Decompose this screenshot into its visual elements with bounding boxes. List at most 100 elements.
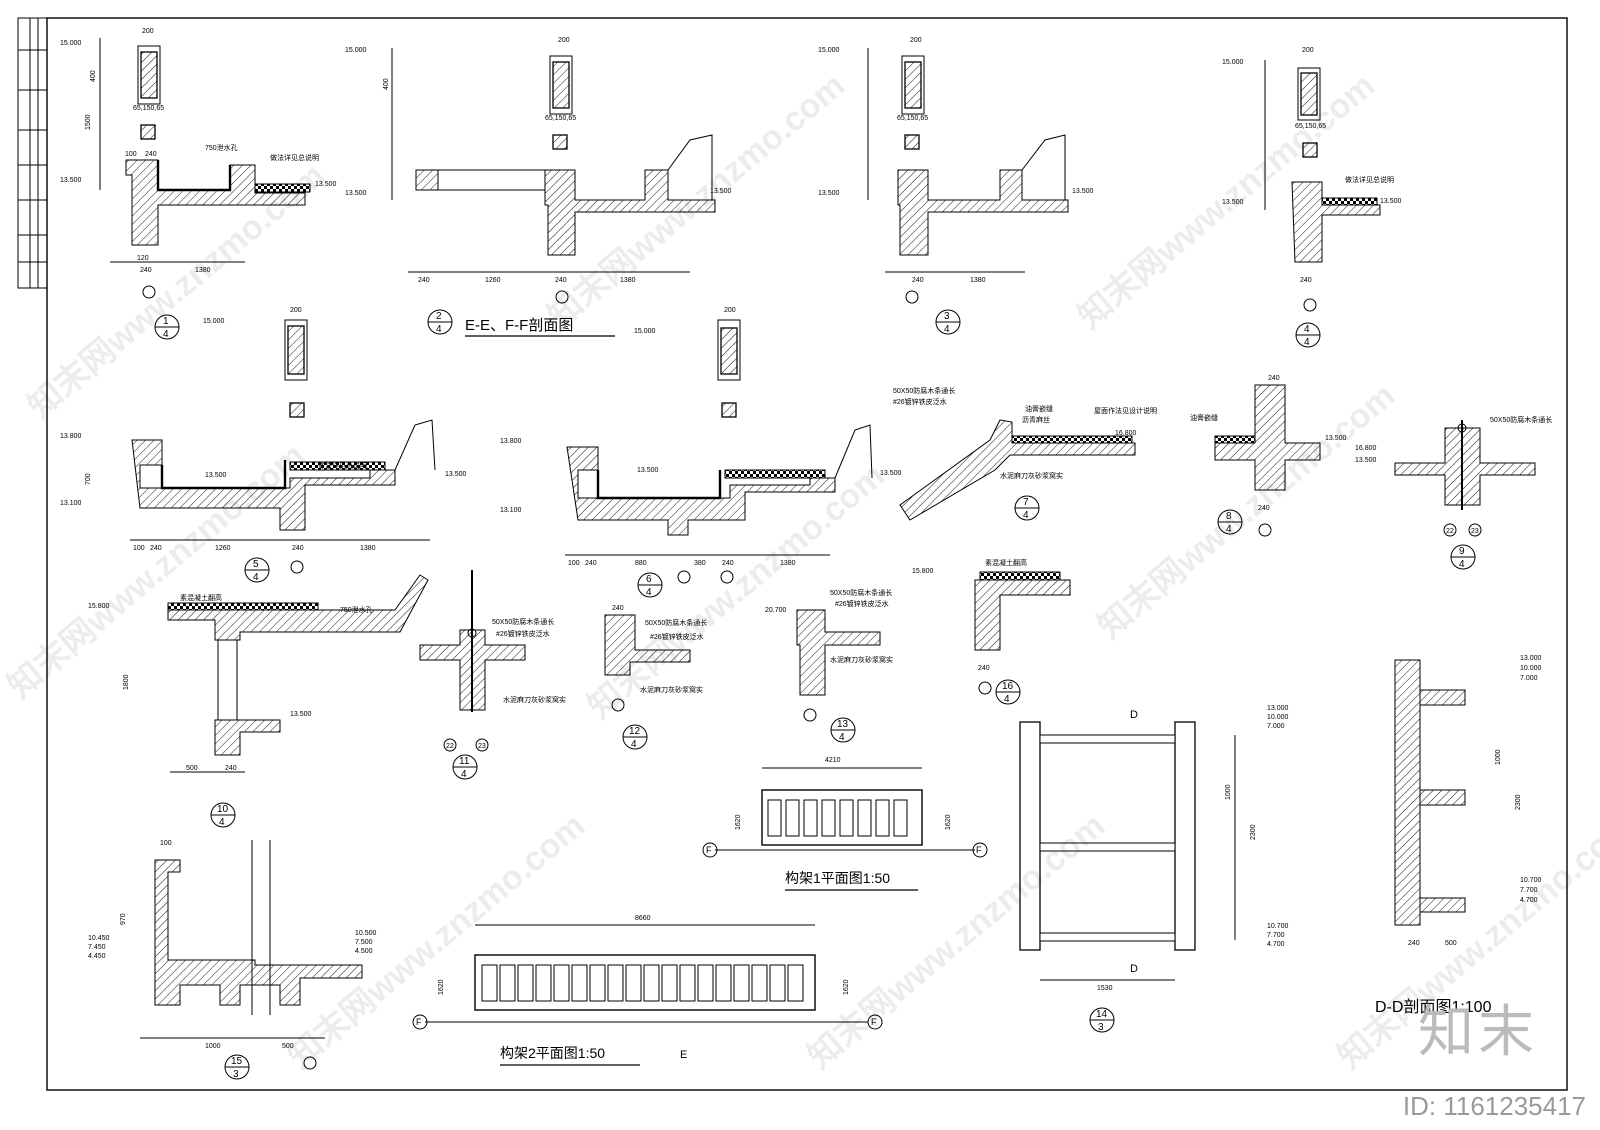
svg-text:1620: 1620: [945, 814, 952, 830]
frame1-slats: [767, 799, 908, 837]
detail-3: 15.000 13.500 13.500 200 65,150,65 240 1…: [818, 37, 1094, 304]
svg-text:1620: 1620: [735, 814, 742, 830]
svg-text:水泥麻刀灰砂浆窝实: 水泥麻刀灰砂浆窝实: [640, 685, 703, 694]
svg-text:F: F: [706, 845, 712, 855]
svg-text:4.500: 4.500: [355, 948, 373, 955]
svg-text:1380: 1380: [195, 267, 211, 274]
svg-text:15.000: 15.000: [60, 40, 82, 47]
svg-text:750泄水孔: 750泄水孔: [205, 143, 238, 152]
svg-text:50X50防腐木条通长: 50X50防腐木条通长: [645, 618, 707, 627]
detail-2: 15.000 13.500 13.500 200 400 65,150,65 2…: [345, 37, 732, 304]
detail-4: 15.000 13.500 13.500 200 65,150,65 做法详见总…: [1222, 47, 1402, 312]
svg-text:13.500: 13.500: [1325, 435, 1347, 442]
svg-text:13.500: 13.500: [205, 472, 227, 479]
svg-text:200: 200: [910, 37, 922, 44]
svg-text:4: 4: [646, 587, 652, 598]
detail-10: 15.800 13.500 素混凝土翻高 750泄水孔 1800 500 240: [88, 574, 429, 773]
svg-text:4: 4: [1459, 559, 1465, 570]
svg-text:做法详见总说明: 做法详见总说明: [1345, 175, 1394, 184]
callout-10: 10 4: [210, 802, 236, 828]
svg-text:素混凝土翻高: 素混凝土翻高: [985, 558, 1027, 567]
callout-14: 14 3: [1089, 1007, 1115, 1033]
svg-text:1: 1: [163, 316, 169, 327]
svg-text:油膏嵌缝: 油膏嵌缝: [1190, 413, 1218, 422]
svg-text:13.500: 13.500: [1380, 198, 1402, 205]
svg-text:20.700: 20.700: [765, 607, 787, 614]
detail-5: 13.800 13.100 13.500 13.500 15.000 200 做…: [60, 307, 467, 574]
svg-text:240: 240: [150, 545, 162, 552]
sheet-border: [17, 17, 1568, 1091]
svg-text:13.500: 13.500: [880, 470, 902, 477]
svg-text:100: 100: [125, 151, 137, 158]
svg-text:1260: 1260: [215, 545, 231, 552]
svg-text:13.500: 13.500: [1072, 188, 1094, 195]
svg-text:240: 240: [418, 277, 430, 284]
svg-text:16: 16: [1002, 681, 1014, 692]
svg-text:65,150,65: 65,150,65: [897, 115, 928, 122]
svg-text:240: 240: [1408, 940, 1420, 947]
svg-text:9: 9: [1459, 546, 1465, 557]
svg-text:240: 240: [225, 765, 237, 772]
svg-text:14: 14: [1096, 1009, 1108, 1020]
svg-text:4210: 4210: [825, 757, 841, 764]
callout-13: 13 4: [830, 717, 856, 743]
svg-text:100: 100: [160, 840, 172, 847]
svg-text:10.000: 10.000: [1267, 714, 1289, 721]
callout-3: 3 4: [935, 309, 961, 335]
svg-text:22: 22: [446, 743, 454, 750]
svg-text:油膏嵌缝: 油膏嵌缝: [1025, 404, 1053, 413]
svg-text:#26镀锌铁皮泛水: #26镀锌铁皮泛水: [835, 599, 889, 608]
svg-text:13.500: 13.500: [290, 711, 312, 718]
frame1-plan: 4210 F F 1620 1620 构架1平面图1:50: [702, 757, 988, 891]
svg-text:4: 4: [219, 817, 225, 828]
callout-11: 11 4: [452, 754, 478, 780]
svg-text:700: 700: [85, 473, 92, 485]
svg-text:5: 5: [253, 559, 259, 570]
callout-2: 2 4 E-E、F-F剖面图: [427, 309, 615, 337]
svg-text:知末网www.znzmo.com: 知末网www.znzmo.com: [1091, 376, 1402, 646]
svg-text:120: 120: [137, 255, 149, 262]
svg-text:15.000: 15.000: [818, 47, 840, 54]
svg-text:知末网www.znzmo.com: 知末网www.znzmo.com: [281, 806, 592, 1076]
svg-text:1000: 1000: [205, 1043, 221, 1050]
frame2-title: 构架2平面图1:50: [500, 1045, 605, 1061]
svg-text:4: 4: [1004, 694, 1010, 705]
svg-text:65,150,65: 65,150,65: [1295, 123, 1326, 130]
svg-text:23: 23: [478, 743, 486, 750]
svg-text:15.000: 15.000: [345, 47, 367, 54]
svg-text:15.800: 15.800: [88, 603, 110, 610]
svg-text:200: 200: [724, 307, 736, 314]
svg-text:240: 240: [612, 605, 624, 612]
svg-text:200: 200: [558, 37, 570, 44]
callout-9: 9 4: [1450, 544, 1476, 570]
image-id-label: ID: 1161235417: [1402, 1091, 1586, 1121]
svg-text:11: 11: [459, 756, 470, 767]
svg-text:13.000: 13.000: [1520, 655, 1542, 662]
svg-text:1380: 1380: [620, 277, 636, 284]
svg-text:4.700: 4.700: [1267, 941, 1285, 948]
svg-text:16.800: 16.800: [1355, 445, 1377, 452]
svg-text:400: 400: [383, 78, 390, 90]
svg-text:1380: 1380: [780, 560, 796, 567]
svg-text:3: 3: [1098, 1022, 1104, 1033]
svg-text:970: 970: [120, 913, 127, 925]
svg-text:100: 100: [568, 560, 580, 567]
svg-text:13.500: 13.500: [315, 181, 337, 188]
svg-text:240: 240: [140, 267, 152, 274]
svg-text:4.450: 4.450: [88, 953, 106, 960]
svg-text:12: 12: [629, 726, 641, 737]
svg-text:13.100: 13.100: [60, 500, 82, 507]
svg-text:4.700: 4.700: [1520, 897, 1538, 904]
callout-4: 4 4: [1295, 322, 1321, 348]
svg-text:240: 240: [145, 151, 157, 158]
detail-8: 240 油膏嵌缝 13.500 240: [1190, 375, 1347, 537]
svg-text:1000: 1000: [1495, 749, 1502, 765]
svg-text:13.100: 13.100: [500, 507, 522, 514]
svg-text:13.500: 13.500: [445, 471, 467, 478]
frame2-plan: 8660 F F 1620 1620 构架2平面图1:50 E: [412, 915, 883, 1066]
frame2-slats: [481, 964, 804, 1002]
detail-15: 100 970 10.450 7.450 4.450 10.500 7.500 …: [88, 840, 377, 1070]
svg-text:65,150,65: 65,150,65: [545, 115, 576, 122]
svg-text:15.000: 15.000: [203, 318, 225, 325]
svg-text:200: 200: [290, 307, 302, 314]
